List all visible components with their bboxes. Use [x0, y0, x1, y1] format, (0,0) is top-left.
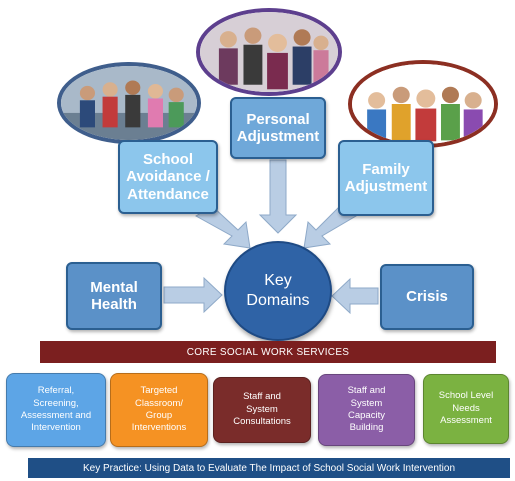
arrow-personal-to-center	[258, 159, 298, 234]
service-targeted-interventions: Targeted Classroom/ Group Interventions	[110, 373, 208, 447]
service-referral: Referral, Screening, Assessment and Inte…	[6, 373, 106, 447]
teens-photo	[196, 8, 342, 96]
arrow-family-to-center	[303, 205, 357, 249]
personal-adjustment-box: Personal Adjustment	[230, 97, 326, 159]
family-adjustment-box: Family Adjustment	[338, 140, 434, 216]
service-needs-assessment: School Level Needs Assessment	[423, 374, 509, 444]
arrow-mental-to-center	[163, 276, 223, 314]
service-consultations: Staff and System Consultations	[213, 377, 311, 443]
mental-health-box: Mental Health	[66, 262, 162, 330]
key-practice-banner: Key Practice: Using Data to Evaluate The…	[28, 458, 510, 478]
key-domains-circle: Key Domains	[224, 241, 332, 341]
school-avoidance-box: School Avoidance / Attendance	[118, 140, 218, 214]
service-capacity-building: Staff and System Capacity Building	[318, 374, 415, 446]
core-services-bar: CORE SOCIAL WORK SERVICES	[40, 341, 496, 363]
crisis-box: Crisis	[380, 264, 474, 330]
arrow-crisis-to-center	[331, 277, 379, 315]
